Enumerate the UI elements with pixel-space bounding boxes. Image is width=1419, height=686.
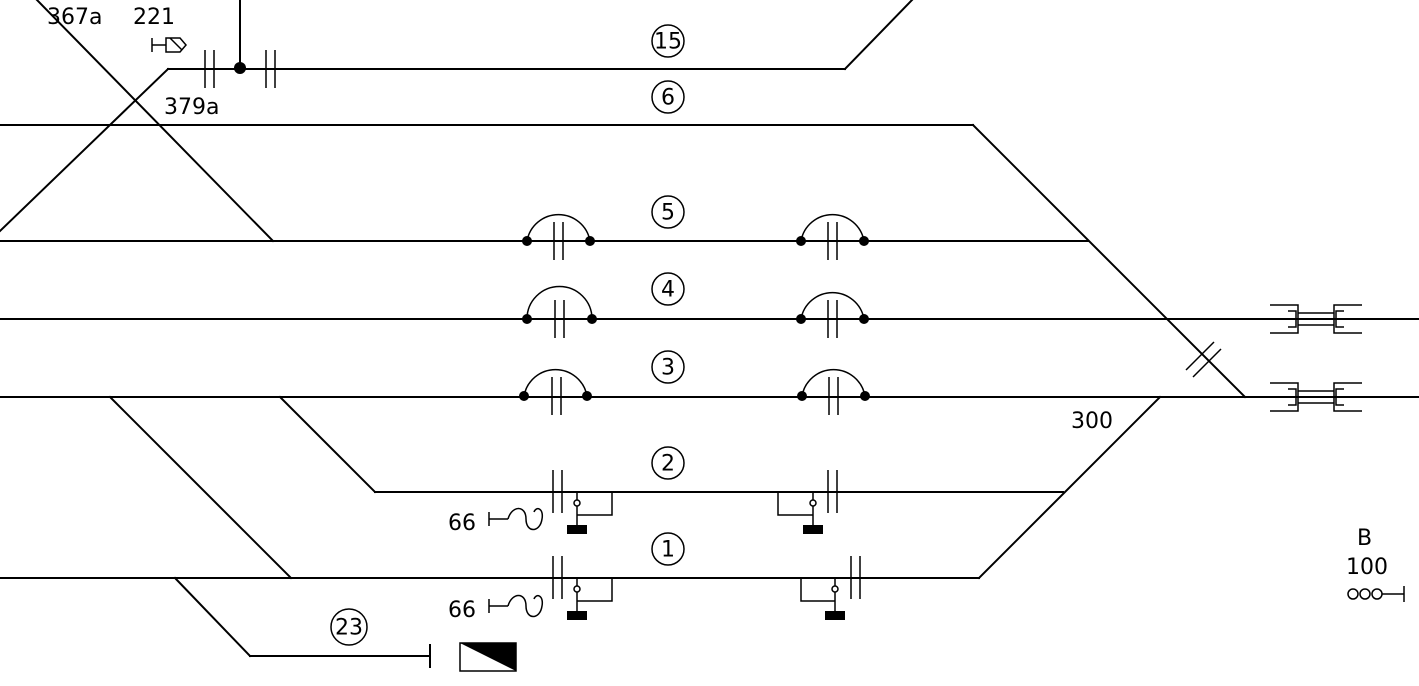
- switch-379a-diagonal: [0, 67, 170, 233]
- track-number-4-text: 4: [661, 278, 675, 303]
- track-15-insulated-joints: [204, 50, 276, 88]
- switch-379a-label: 379a: [164, 95, 219, 120]
- track-number-2-text: 2: [661, 452, 675, 477]
- track-number-15: 15: [651, 24, 685, 58]
- track-6-diagonal: [971, 123, 1247, 399]
- track-1-left-diagonal: [108, 395, 293, 580]
- track-3-coupler-icon: [1270, 382, 1362, 412]
- track-3-left-joint: [519, 368, 592, 415]
- track-3-right-joint: [797, 368, 870, 415]
- track-number-1-text: 1: [661, 538, 675, 563]
- track-number-23: 23: [330, 608, 368, 646]
- track-15-diagonal-right: [843, 0, 914, 71]
- track-number-1: 1: [651, 532, 685, 566]
- signal-221-label: 221: [133, 5, 175, 30]
- track-number-23-text: 23: [335, 616, 363, 641]
- track-5-left-joint: [522, 213, 595, 260]
- track-2-right-joint: [777, 470, 838, 534]
- end-block-icon: [459, 642, 517, 672]
- track-lines: [0, 0, 1419, 668]
- track-6-diagonal-joint: [1185, 341, 1222, 378]
- switch-367a-diagonal: [35, 0, 275, 243]
- switch-300-label: 300: [1071, 409, 1113, 434]
- relay-66-upper-icon: [488, 507, 544, 531]
- track-4-coupler-icon: [1270, 304, 1362, 334]
- block-b-symbol-icon: [1347, 586, 1405, 602]
- relay-66-upper-label: 66: [448, 511, 476, 536]
- relay-66-lower-label: 66: [448, 598, 476, 623]
- track-4-right-joint: [796, 291, 869, 338]
- track-4-left-joint: [522, 285, 597, 338]
- track-number-15-text: 15: [654, 30, 682, 55]
- track-number-3: 3: [651, 350, 685, 384]
- track-number-6-text: 6: [661, 86, 675, 111]
- track-number-6: 6: [651, 80, 685, 114]
- block-number-label: 100: [1346, 555, 1388, 580]
- track-2-left-joint: [552, 470, 613, 534]
- track-number-5: 5: [651, 195, 685, 229]
- track-number-4: 4: [651, 272, 685, 306]
- switch-367a-label: 367a: [47, 5, 102, 30]
- track-23-diagonal: [173, 576, 252, 658]
- track-number-circles: 15 6 5 4 3 2 1 23: [330, 24, 685, 646]
- track-number-2: 2: [651, 446, 685, 480]
- block-letter-label: B: [1357, 526, 1372, 551]
- switch-300-diagonal: [977, 395, 1162, 580]
- track-number-5-text: 5: [661, 201, 675, 226]
- signal-221-icon: [151, 37, 187, 53]
- track-1-right-joint: [800, 556, 861, 620]
- track-2-left-diagonal: [278, 395, 377, 494]
- track-1-left-joint: [552, 556, 613, 620]
- track-number-3-text: 3: [661, 356, 675, 381]
- track-5-right-joint: [796, 213, 869, 260]
- relay-66-lower-icon: [488, 594, 544, 618]
